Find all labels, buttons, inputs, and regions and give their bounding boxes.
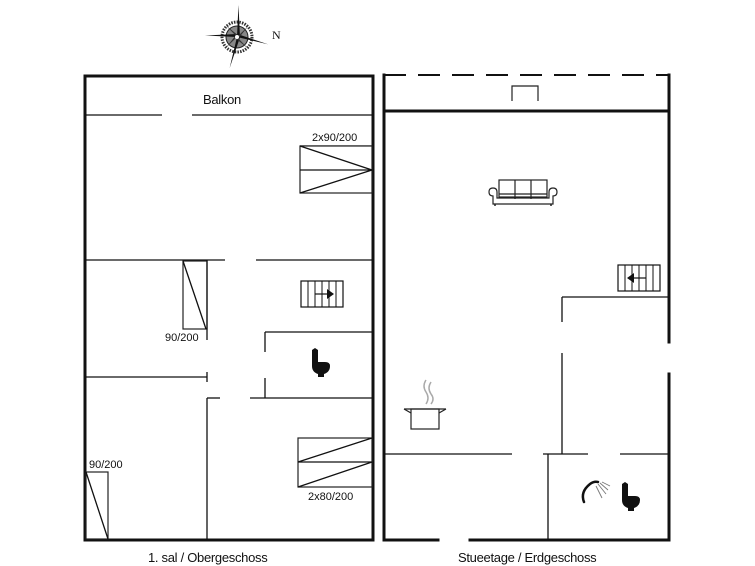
bed-label: 90/200 (89, 459, 123, 471)
outer-wall (83, 74, 375, 542)
fireplace-icon (511, 85, 539, 101)
stairs-icon (300, 280, 344, 308)
toilet-icon (312, 348, 330, 377)
stairs-icon (617, 264, 661, 292)
sofa-icon (488, 179, 558, 206)
bed-line (182, 260, 207, 330)
floor-upper: Balkon 90/200 (83, 74, 375, 565)
kitchen-pot-icon (403, 379, 447, 430)
shower-icon (581, 480, 611, 504)
floor-title: 1. sal / Obergeschoss (148, 550, 268, 565)
bed-double (299, 145, 373, 194)
bed-label: 2x80/200 (308, 491, 353, 503)
compass-north-label: N (272, 28, 281, 42)
bed-single (85, 471, 109, 540)
floor-ground: Stueetage / Erdgeschoss (382, 73, 671, 565)
bed-label: 90/200 (165, 332, 199, 344)
floor-title: Stueetage / Erdgeschoss (458, 550, 597, 565)
room-label-balkon: Balkon (203, 92, 241, 107)
compass-rose-icon (204, 4, 269, 69)
toilet-icon (622, 482, 640, 511)
bed-label: 2x90/200 (312, 132, 357, 144)
bed-double (297, 437, 373, 488)
